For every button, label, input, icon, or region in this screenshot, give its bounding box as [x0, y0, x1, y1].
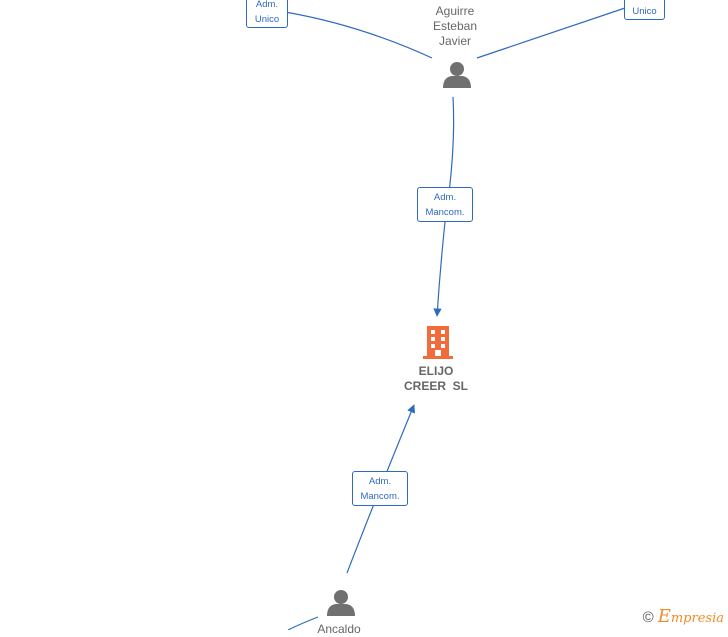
edge-label-top-right[interactable]: Unico — [624, 0, 665, 20]
empresia-logo: ©Empresia — [643, 606, 724, 627]
person-name-top[interactable]: Aguirre Esteban Javier — [405, 4, 505, 49]
person-name-line: Aguirre — [435, 4, 475, 18]
edge-label-line: Unico — [632, 6, 657, 17]
building-icon[interactable] — [423, 326, 453, 359]
edge-label-line: Adm. — [255, 0, 279, 10]
edge-top-right — [476, 7, 626, 59]
edge-label-bottom-to-company[interactable]: Adm. Mancom. — [352, 471, 408, 506]
copyright-symbol: © — [642, 609, 654, 626]
company-name-line: CREER SL — [403, 379, 468, 393]
edge-label-line: Mancom. — [425, 207, 465, 218]
brand-name: mpresia — [670, 611, 724, 626]
person-name-line: Esteban — [432, 19, 478, 33]
person-icon[interactable] — [443, 62, 471, 88]
company-name[interactable]: ELIJO CREER SL — [386, 364, 486, 394]
person-name-line: Javier — [438, 34, 471, 48]
edge-top-left — [284, 11, 433, 59]
edge-label-line: Unico — [254, 14, 280, 25]
company-name-line: ELIJO — [418, 364, 454, 378]
edge-label-top-left[interactable]: Adm. Unico — [246, 0, 288, 28]
edge-label-line: Adm. — [368, 476, 392, 487]
edge-label-line: Adm. — [433, 192, 457, 203]
edge-label-line: Mancom. — [360, 491, 400, 502]
edge-label-top-to-company[interactable]: Adm. Mancom. — [417, 187, 473, 222]
brand-initial: E — [657, 606, 671, 627]
edge-bottom-left — [287, 616, 319, 630]
person-icon[interactable] — [327, 590, 355, 616]
